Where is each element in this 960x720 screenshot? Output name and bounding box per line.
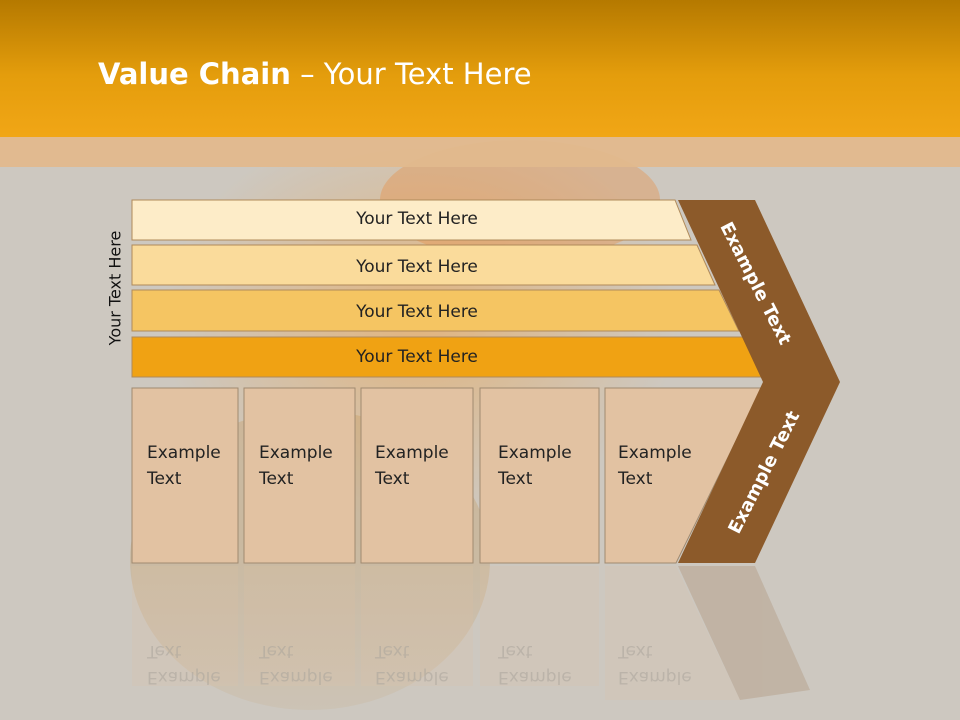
row-band-3[interactable] [131, 289, 740, 332]
row-band-4[interactable] [131, 336, 763, 378]
side-label: Your Text Here [105, 230, 125, 346]
activity-box-3[interactable] [360, 387, 474, 564]
title-bar [0, 0, 960, 137]
title-bar-stripe [0, 137, 960, 167]
margin-chevron[interactable] [678, 200, 840, 563]
activity-box-1[interactable] [131, 387, 239, 564]
title-bold: Value Chain [98, 57, 291, 91]
row-band-2[interactable] [131, 244, 716, 286]
activity-box-5[interactable] [604, 387, 763, 564]
title-rest: – Your Text Here [290, 57, 532, 91]
activity-box-2[interactable] [243, 387, 356, 564]
reflection [132, 566, 810, 700]
activity-box-4[interactable] [479, 387, 600, 564]
row-band-1[interactable] [131, 199, 692, 241]
slide-title: Value Chain – Your Text Here [98, 54, 532, 94]
